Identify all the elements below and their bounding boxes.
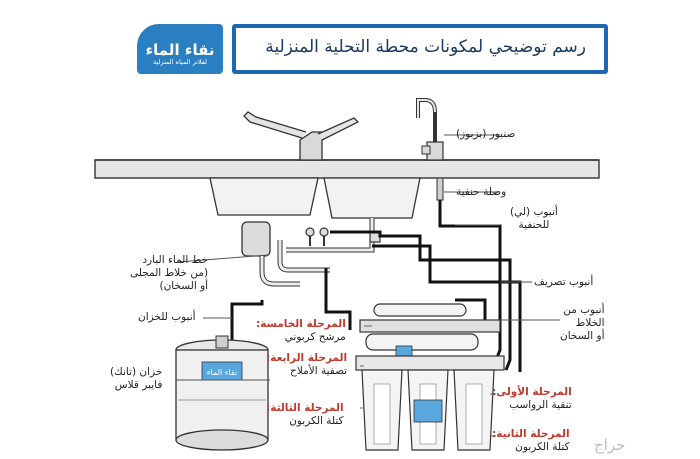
label-mixer-pipe: أنبوب من الخلاط أو السخان xyxy=(560,304,605,342)
stage-two-label: المرحلة الثانية: كتلة الكربون xyxy=(492,428,570,453)
label-faucet-connector: وصلة حنفية xyxy=(456,186,507,198)
storage-tank xyxy=(175,335,269,451)
sink-basin-left xyxy=(209,177,319,216)
stage-one-label: المرحلة الأولى: تنقية الرواسب xyxy=(492,386,572,411)
sink-mixer-faucet xyxy=(299,131,323,161)
label-drain-pipe: أنبوب تصريف xyxy=(534,276,594,288)
stage-four-label: المرحلة الرابعة: تصفية الأملاح xyxy=(266,352,348,377)
brand-logo: نقاء الماء لفلاتر المياه المنزلية xyxy=(137,24,223,74)
sink-basin-right xyxy=(323,177,421,219)
logo-name: نقاء الماء xyxy=(145,41,215,59)
stage-three-label: المرحلة الثالثة: كتلة الكربون xyxy=(266,402,344,427)
label-faucet-pipe: أنبوب (لي) للحنفية xyxy=(510,206,558,231)
logo-tagline: لفلاتر المياه المنزلية xyxy=(152,58,208,66)
ro-membrane xyxy=(365,333,479,351)
countertop xyxy=(94,159,600,179)
watermark: حراج xyxy=(594,436,626,454)
canister-filters xyxy=(355,355,505,451)
stage-five-label: المرحلة الخامسة: مرشح كربوني xyxy=(256,318,346,343)
label-tank: خزان (تانك) فايبر قلاس xyxy=(110,366,163,391)
tank-sticker: نقاء الماء xyxy=(206,368,238,377)
leader-lines xyxy=(176,134,560,437)
label-faucet: صنبور (بزبوز) xyxy=(456,128,516,140)
page-title: رسم توضيحي لمكونات محطة التحلية المنزلية xyxy=(265,37,586,57)
header-banner: رسم توضيحي لمكونات محطة التحلية المنزلية xyxy=(232,24,608,74)
label-cold-water-line: خط الماء البارد (من خلاط المجلى أو السخا… xyxy=(130,254,209,292)
post-carbon-filter xyxy=(373,303,467,317)
label-tank-pipe: أنبوب للخزان xyxy=(138,311,196,323)
